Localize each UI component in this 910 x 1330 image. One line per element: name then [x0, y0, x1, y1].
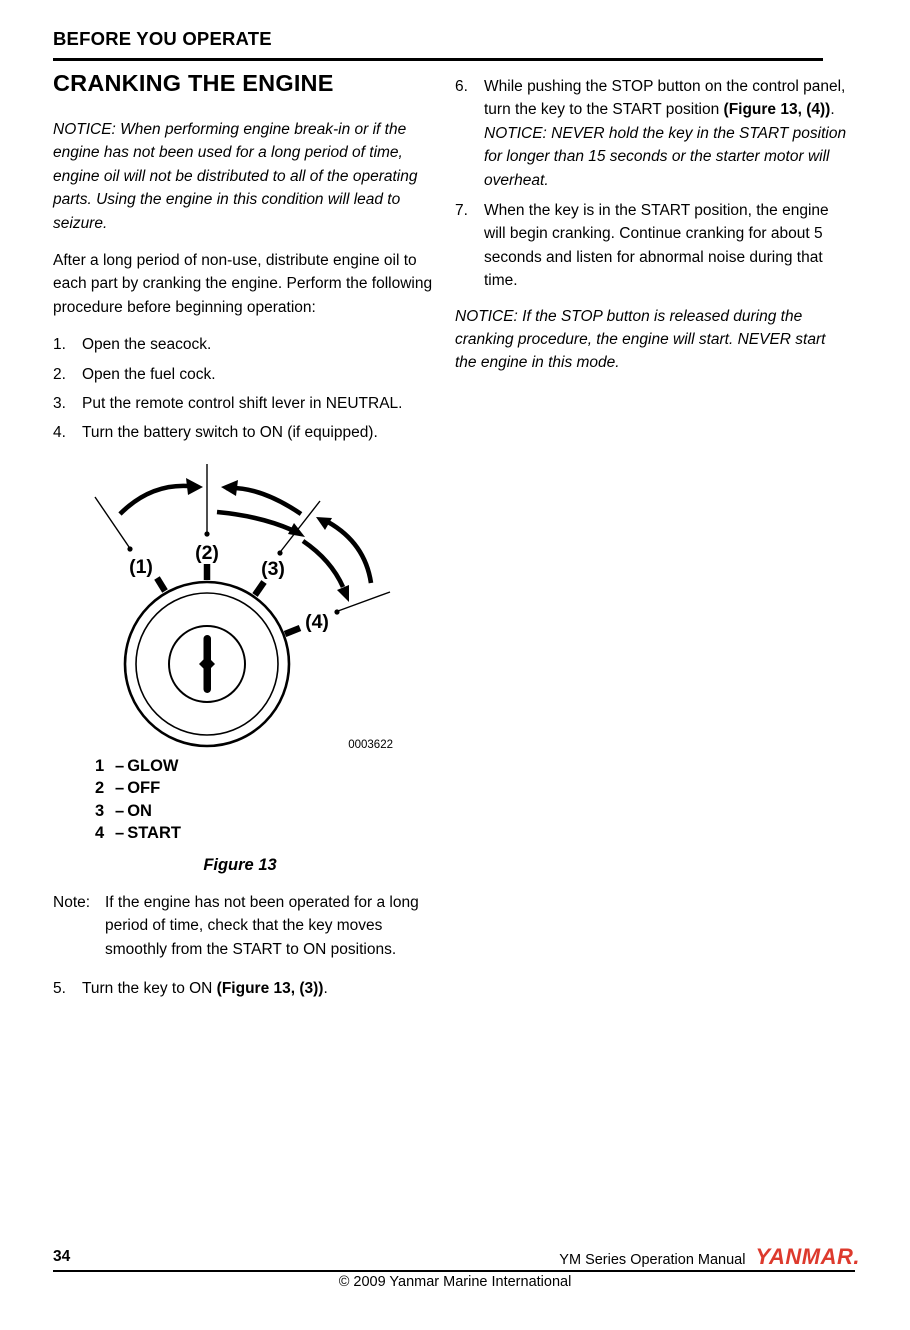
footer-right: YM Series Operation Manual YANMAR. — [559, 1244, 860, 1270]
step-text: Open the fuel cock. — [82, 365, 216, 383]
legend-label: ON — [127, 801, 152, 820]
procedure-step-6: 6. While pushing the STOP button on the … — [455, 75, 847, 192]
legend-number: 3 — [95, 801, 105, 820]
legend-number: 2 — [95, 779, 105, 798]
key-switch-diagram: (1) (2) (3) (4) 0003622 — [94, 463, 393, 751]
manual-title: YM Series Operation Manual — [559, 1252, 746, 1268]
step-text: Turn the key to ON (Figure 13, (3)). — [82, 977, 445, 1000]
left-column: NOTICE: When performing engine break-in … — [53, 118, 445, 1007]
note-block: Note: If the engine has not been operate… — [53, 891, 445, 961]
legend-dash: – — [115, 801, 125, 820]
procedure-step-4: 4. Turn the battery switch to ON (if equ… — [53, 421, 445, 444]
legend-number: 4 — [95, 824, 105, 843]
procedure-step-7: 7. When the key is in the START position… — [455, 199, 847, 293]
procedure-step-3: 3. Put the remote control shift lever in… — [53, 392, 445, 415]
legend-item-off: 2 – OFF — [95, 777, 445, 799]
step-text: While pushing the STOP button on the con… — [484, 75, 847, 192]
legend-label: OFF — [127, 779, 161, 798]
step-text: Put the remote control shift lever in NE… — [82, 395, 403, 413]
legend-item-glow: 1 – GLOW — [95, 755, 445, 777]
step-text: Turn the battery switch to ON (if equipp… — [82, 424, 378, 442]
position-label-2: (2) — [195, 542, 219, 564]
arrow-heads — [186, 477, 349, 602]
step-number: 2. — [53, 365, 66, 383]
step-number: 6. — [455, 78, 468, 95]
note-text: If the engine has not been operated for … — [105, 893, 419, 958]
legend-label: START — [127, 824, 181, 843]
step-number: 3. — [53, 395, 66, 413]
figure-reference: (Figure 13, (3)) — [216, 980, 324, 998]
step6-pre: While pushing the STOP button on the con… — [484, 78, 846, 119]
drawing-code: 0003622 — [348, 739, 393, 751]
step-number: 5. — [53, 980, 66, 998]
legend-dash: – — [115, 824, 125, 843]
note-label: Note: — [53, 893, 91, 911]
notice-stop-button: NOTICE: If the STOP button is released d… — [455, 307, 826, 372]
procedure-step-1: 1. Open the seacock. — [53, 333, 445, 356]
right-column: 6. While pushing the STOP button on the … — [455, 75, 847, 389]
procedure-step-5: 5. Turn the key to ON (Figure 13, (3)). — [53, 977, 445, 1000]
notice-breakin: NOTICE: When performing engine break-in … — [53, 121, 418, 232]
key-cylinder-icon — [123, 580, 291, 748]
procedure-step-2: 2. Open the fuel cock. — [53, 363, 445, 386]
yanmar-logo: YANMAR. — [755, 1244, 860, 1269]
copyright-line: © 2009 Yanmar Marine International — [338, 1274, 572, 1290]
step-number: 7. — [455, 202, 468, 220]
figure-13: (1) (2) (3) (4) 0003622 1 – GLOW 2 – OFF — [53, 459, 445, 877]
position-label-1: (1) — [129, 556, 153, 578]
step5-post: . — [323, 980, 328, 998]
step-text: Open the seacock. — [82, 336, 212, 354]
step5-pre: Turn the key to ON — [82, 980, 217, 998]
figure-caption: Figure 13 — [203, 855, 277, 874]
leader-dots — [127, 531, 340, 615]
leader-lines — [94, 463, 391, 612]
page-header: BEFORE YOU OPERATE — [53, 28, 272, 49]
position-label-4: (4) — [305, 611, 329, 633]
position-labels: (1) (2) (3) (4) — [129, 542, 329, 633]
step6-notice: NOTICE: NEVER hold the key in the START … — [484, 124, 847, 189]
page-number: 34 — [53, 1248, 71, 1265]
legend-number: 1 — [95, 756, 105, 775]
position-label-3: (3) — [261, 558, 285, 580]
legend-dash: – — [115, 779, 125, 798]
step-number: 4. — [53, 424, 66, 442]
legend-item-start: 4 – START — [95, 822, 445, 844]
figure-legend: 1 – GLOW 2 – OFF 3 – ON 4 – START — [95, 755, 445, 845]
intro-paragraph: After a long period of non-use, distribu… — [53, 252, 433, 316]
step6-post: . — [830, 101, 835, 119]
step-number: 1. — [53, 336, 66, 354]
legend-dash: – — [115, 756, 125, 775]
section-title: CRANKING THE ENGINE — [53, 70, 334, 96]
position-ticks — [154, 563, 302, 637]
rotation-arrows — [118, 483, 374, 588]
figure-reference: (Figure 13, (4)) — [723, 101, 831, 119]
header-rule — [53, 58, 823, 61]
legend-item-on: 3 – ON — [95, 800, 445, 822]
footer-rule — [53, 1270, 855, 1272]
legend-label: GLOW — [127, 756, 179, 775]
step-text: When the key is in the START position, t… — [484, 202, 829, 290]
